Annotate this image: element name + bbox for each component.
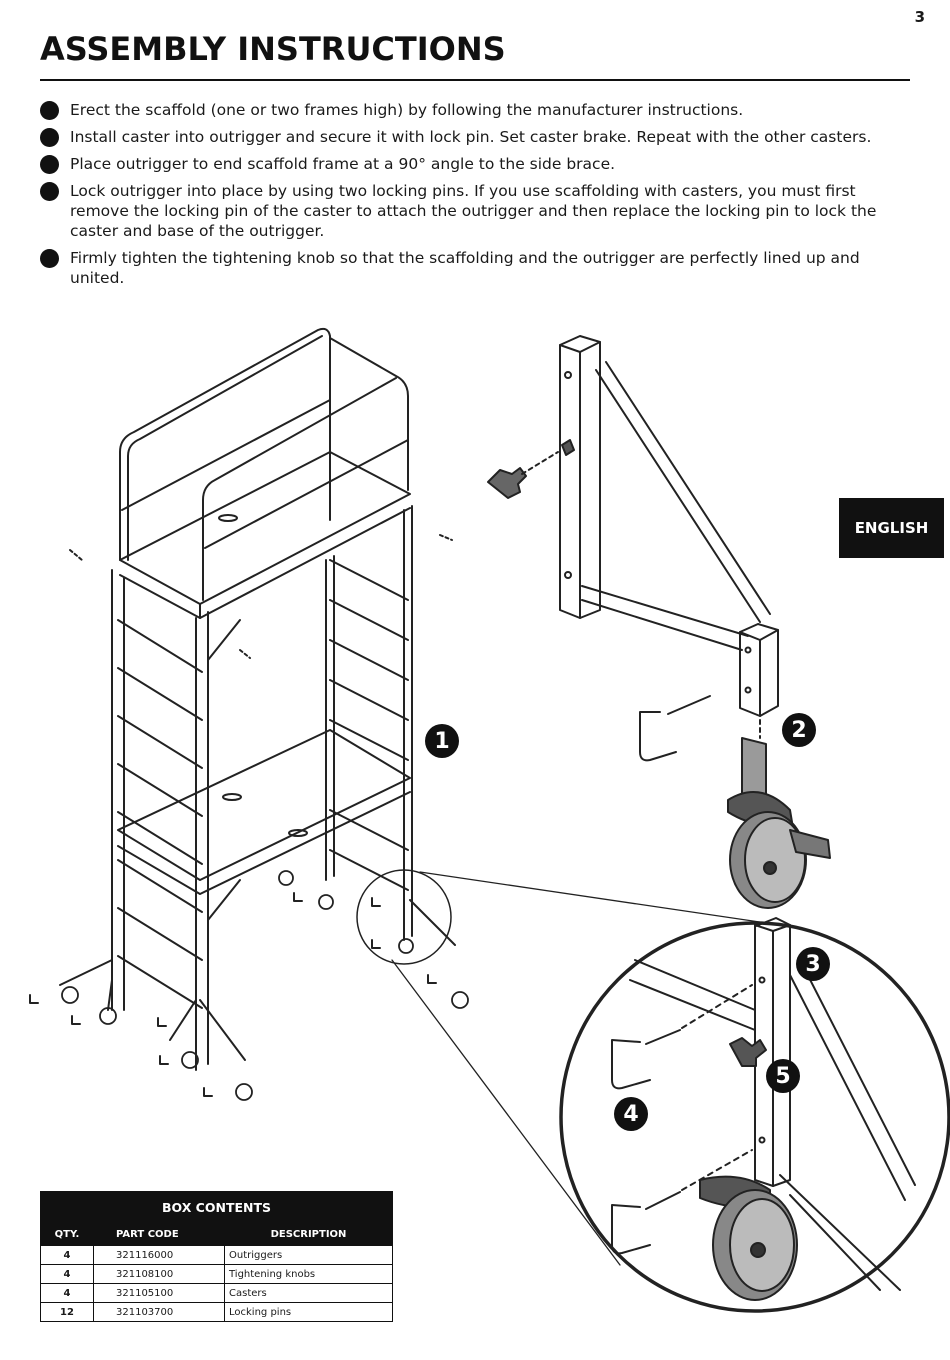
step-callout-3: 3 xyxy=(796,947,830,981)
instruction-step-4: Lock outrigger into place by using two l… xyxy=(40,181,900,241)
table-header-row: QTY. PART CODE DESCRIPTION xyxy=(40,1222,393,1246)
instruction-step-1: Erect the scaffold (one or two frames hi… xyxy=(40,100,900,120)
instruction-step-2: Install caster into outrigger and secure… xyxy=(40,127,900,147)
instruction-list: Erect the scaffold (one or two frames hi… xyxy=(40,100,900,295)
scaffold-tower xyxy=(29,327,469,1101)
instruction-text: Firmly tighten the tightening knob so th… xyxy=(70,249,860,287)
description-cell: Outriggers xyxy=(224,1245,393,1265)
box-contents-table: BOX CONTENTS QTY. PART CODE DESCRIPTION … xyxy=(40,1191,393,1322)
bullet-icon xyxy=(40,249,59,268)
step-callout-1: 1 xyxy=(425,724,459,758)
column-header-description: DESCRIPTION xyxy=(224,1222,393,1246)
part-code-cell: 321105100 xyxy=(93,1283,225,1303)
step-callout-5: 5 xyxy=(766,1059,800,1093)
qty-cell: 4 xyxy=(40,1245,94,1265)
description-cell: Casters xyxy=(224,1283,393,1303)
table-caption-row: BOX CONTENTS xyxy=(40,1191,393,1223)
page-title: ASSEMBLY INSTRUCTIONS xyxy=(40,30,506,68)
zoom-detail xyxy=(391,871,950,1313)
qty-cell: 12 xyxy=(40,1302,94,1322)
qty-cell: 4 xyxy=(40,1264,94,1284)
bullet-icon xyxy=(40,101,59,120)
instruction-step-3: Place outrigger to end scaffold frame at… xyxy=(40,154,900,174)
table-row: 12 321103700 Locking pins xyxy=(40,1302,393,1322)
step-callout-2: 2 xyxy=(782,713,816,747)
table-title: BOX CONTENTS xyxy=(40,1191,393,1223)
table-row: 4 321108100 Tightening knobs xyxy=(40,1264,393,1284)
part-code-cell: 321108100 xyxy=(93,1264,225,1284)
language-tab: ENGLISH xyxy=(839,498,944,558)
outrigger-detail xyxy=(487,335,831,909)
part-code-cell: 321103700 xyxy=(93,1302,225,1322)
page-number: 3 xyxy=(914,8,925,26)
instruction-text: Place outrigger to end scaffold frame at… xyxy=(70,155,616,173)
table-row: 4 321105100 Casters xyxy=(40,1283,393,1303)
description-cell: Tightening knobs xyxy=(224,1264,393,1284)
instruction-text: Erect the scaffold (one or two frames hi… xyxy=(70,101,744,119)
instruction-text: Lock outrigger into place by using two l… xyxy=(70,182,877,240)
part-code-cell: 321116000 xyxy=(93,1245,225,1265)
title-divider xyxy=(40,79,910,81)
instruction-text: Install caster into outrigger and secure… xyxy=(70,128,872,146)
column-header-qty: QTY. xyxy=(40,1222,94,1246)
column-header-part-code: PART CODE xyxy=(93,1222,225,1246)
step-callout-4: 4 xyxy=(614,1097,648,1131)
table-row: 4 321116000 Outriggers xyxy=(40,1245,393,1265)
bullet-icon xyxy=(40,128,59,147)
bullet-icon xyxy=(40,182,59,201)
bullet-icon xyxy=(40,155,59,174)
qty-cell: 4 xyxy=(40,1283,94,1303)
description-cell: Locking pins xyxy=(224,1302,393,1322)
instruction-step-5: Firmly tighten the tightening knob so th… xyxy=(40,248,900,288)
